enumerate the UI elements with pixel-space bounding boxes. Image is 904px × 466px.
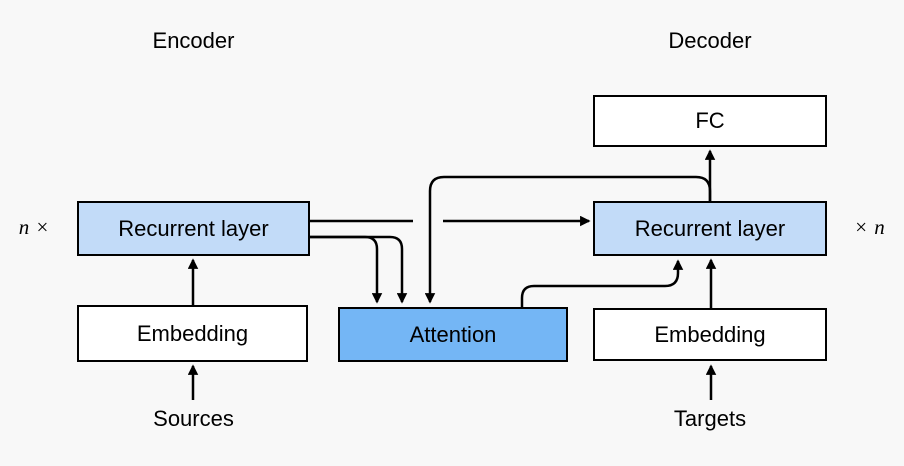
encoder-recurrent-layer-box: Recurrent layer <box>77 201 310 256</box>
fc-label: FC <box>695 108 725 133</box>
decoder-title: Decoder <box>668 28 752 53</box>
encoder-repeat-times: × <box>36 215 50 239</box>
encoder-repeat-n: n <box>18 215 31 239</box>
encoder-embedding-label: Embedding <box>136 320 249 346</box>
decoder-embedding-label: Embedding <box>654 321 766 347</box>
arrow-encoder-output-to-attention-2 <box>310 235 408 304</box>
encoder-recurrent-layer-label: Recurrent layer <box>118 215 269 241</box>
decoder-repeat-n: n <box>874 215 886 239</box>
decoder-repeat-label: × n <box>843 215 898 239</box>
encoder-title: Encoder <box>152 28 235 53</box>
fc-box: FC <box>593 95 827 147</box>
arrow-encoder-output-to-attention-1 <box>310 235 383 304</box>
decoder-repeat-times: × <box>855 215 869 239</box>
decoder-embedding-box: Embedding <box>593 308 827 361</box>
decoder-recurrent-layer-label: Recurrent layer <box>634 215 786 241</box>
attention-label: Attention <box>409 321 497 347</box>
encoder-embedding-box: Embedding <box>77 305 308 362</box>
sources-label: Sources <box>153 406 234 431</box>
attention-box: Attention <box>338 307 568 362</box>
arrow-decoder-state-to-attention <box>424 175 712 304</box>
targets-label: Targets <box>673 406 747 431</box>
decoder-recurrent-layer-box: Recurrent layer <box>593 201 827 256</box>
encoder-repeat-label: n × <box>8 215 60 239</box>
arrow-attention-to-decoder-recurrent <box>520 259 684 307</box>
